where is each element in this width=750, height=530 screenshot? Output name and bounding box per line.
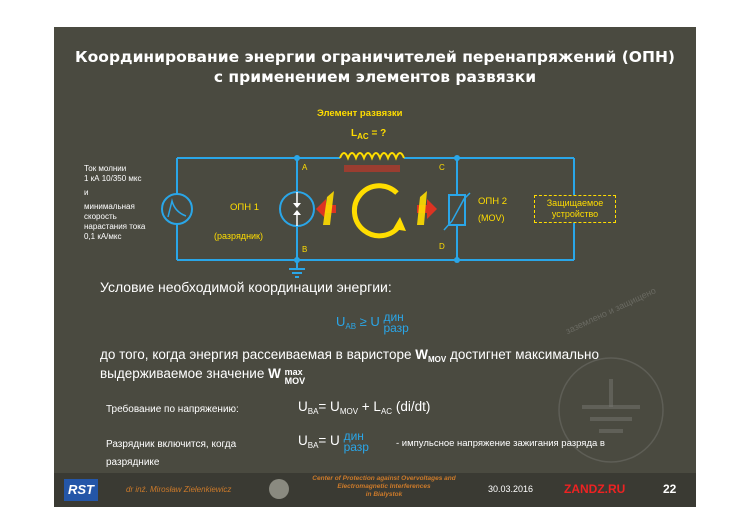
req2-label-line-2: разряднике: [106, 457, 160, 468]
node-d-dot: [454, 257, 460, 263]
node-c-dot: [454, 155, 460, 161]
source-description: Ток молнии 1 кА 10/350 мкс и минимальная…: [84, 164, 146, 241]
footer-site: ZANDZ.RU: [564, 482, 626, 496]
req2-tail: - импульсное напряжение зажигания разряд…: [396, 438, 605, 449]
slide-title: Координирование энергии ограничителей пе…: [54, 47, 696, 87]
node-a-label: A: [302, 163, 308, 172]
rst-logo: RST: [64, 479, 98, 501]
watermark-circle: [558, 357, 664, 463]
center-logo-icon: [269, 479, 289, 499]
title-line-2: с применением элементов развязки: [213, 68, 537, 86]
inductor-voltage-mark: [344, 165, 400, 172]
req2-label-line-1: Разрядник включится, когда: [106, 439, 237, 450]
paragraph-line-1: до того, когда энергия рассеиваемая в ва…: [100, 347, 600, 364]
title-line-1: Координирование энергии ограничителей пе…: [74, 48, 676, 66]
decoupling-element-label: Элемент развязки: [317, 108, 403, 119]
protected-device-box: Защищаемое устройство: [534, 195, 616, 223]
current-source-icon: [161, 193, 193, 225]
req1-formula: UBA= UMOV + LAC (di/dt): [298, 399, 431, 416]
page-number: 22: [663, 482, 677, 496]
yellow-arrow-left: [323, 191, 334, 225]
footer-author: dr inż. Mirosław Zielenkiewicz: [126, 485, 232, 494]
node-d-label: D: [439, 242, 445, 251]
footer-date: 30.03.2016: [488, 484, 534, 494]
spd2-varistor-icon: [448, 194, 466, 226]
inductor-label: LAC = ?: [351, 128, 387, 141]
right-red-arrow: [417, 199, 437, 219]
spd2-name: ОПН 2: [478, 196, 508, 207]
spd2-type: (MOV): [478, 213, 505, 223]
slide: Координирование энергии ограничителей пе…: [54, 27, 696, 507]
energy-cycle-arrow-icon: [351, 183, 403, 239]
footer-center: Center of Protection against Overvoltage…: [312, 475, 456, 498]
node-a-dot: [294, 155, 300, 161]
circuit-diagram: [161, 152, 664, 463]
node-b-label: B: [302, 245, 308, 254]
spd1-type: (разрядник): [214, 231, 263, 241]
yellow-arrow-right: [417, 191, 427, 225]
condition-heading: Условие необходимой координации энергии:: [100, 279, 392, 295]
spd1-name: ОПН 1: [230, 202, 260, 213]
node-c-label: C: [439, 163, 445, 172]
footer: RST dr inż. Mirosław Zielenkiewicz Cente…: [54, 473, 696, 507]
req1-label: Требование по напряжению:: [106, 404, 239, 415]
inductor-icon: [339, 152, 405, 161]
